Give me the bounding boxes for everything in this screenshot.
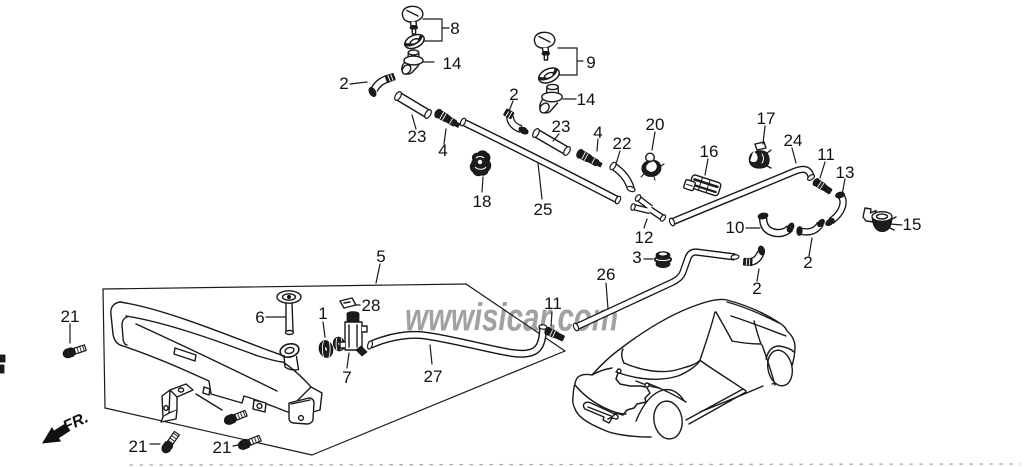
svg-text:21: 21	[213, 438, 232, 457]
svg-text:23: 23	[408, 127, 427, 146]
svg-text:3: 3	[632, 248, 641, 267]
svg-text:28: 28	[362, 296, 381, 315]
svg-text:27: 27	[424, 367, 443, 386]
svg-text:2: 2	[752, 279, 761, 298]
svg-text:17: 17	[757, 109, 776, 128]
svg-text:21: 21	[129, 437, 148, 456]
svg-text:14: 14	[577, 90, 596, 109]
svg-text:8: 8	[450, 19, 459, 38]
svg-text:12: 12	[635, 228, 654, 247]
svg-text:13: 13	[836, 163, 855, 182]
svg-text:2: 2	[509, 85, 518, 104]
svg-text:4: 4	[438, 141, 447, 160]
svg-text:6: 6	[255, 308, 264, 327]
svg-text:wwwisicar.com: wwwisicar.com	[405, 297, 618, 340]
svg-text:16: 16	[700, 142, 719, 161]
svg-text:23: 23	[552, 117, 571, 136]
svg-text:14: 14	[443, 54, 462, 73]
svg-text:2: 2	[803, 253, 812, 272]
svg-text:7: 7	[342, 368, 351, 387]
svg-text:24: 24	[784, 131, 803, 150]
svg-text:15: 15	[903, 215, 922, 234]
svg-text:5: 5	[376, 247, 385, 266]
svg-text:11: 11	[817, 145, 835, 164]
svg-text:26: 26	[597, 265, 616, 284]
svg-text:25: 25	[534, 200, 553, 219]
svg-text:9: 9	[586, 53, 595, 72]
svg-text:2: 2	[339, 74, 348, 93]
svg-text:22: 22	[613, 134, 632, 153]
svg-text:11: 11	[544, 294, 562, 313]
svg-text:21: 21	[61, 307, 80, 326]
svg-text:18: 18	[473, 192, 492, 211]
svg-text:4: 4	[593, 123, 602, 142]
svg-text:10: 10	[726, 218, 745, 237]
svg-text:20: 20	[646, 115, 665, 134]
svg-text:1: 1	[318, 304, 327, 323]
